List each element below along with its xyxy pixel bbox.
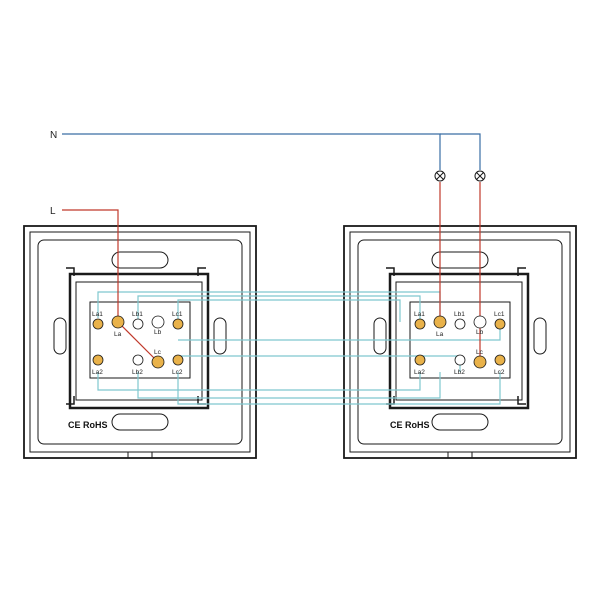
terminal-la bbox=[433, 315, 447, 329]
traveler-wire-la2 bbox=[97, 372, 421, 391]
switch-right-bottom-slot bbox=[431, 413, 489, 431]
traveler-wire-lc2 bbox=[177, 372, 501, 405]
svg-text:Lb1: Lb1 bbox=[454, 311, 465, 318]
terminal-la bbox=[111, 315, 125, 329]
switch-right-terminal-block bbox=[388, 272, 530, 410]
svg-text:Lb2: Lb2 bbox=[454, 369, 465, 376]
terminal-la2 bbox=[414, 354, 426, 366]
lamp-icon bbox=[434, 170, 446, 182]
switch-left-frame bbox=[23, 225, 257, 459]
terminal-lc2 bbox=[172, 354, 184, 366]
switch-right-top-slot bbox=[431, 251, 489, 269]
svg-text:La: La bbox=[436, 331, 444, 338]
switch-left bbox=[23, 225, 257, 459]
terminal-lc2 bbox=[494, 354, 506, 366]
switch-left-terminals bbox=[92, 315, 184, 369]
svg-text:Lc2: Lc2 bbox=[172, 369, 183, 376]
svg-text:Lb: Lb bbox=[154, 329, 162, 336]
switch-right bbox=[343, 225, 577, 459]
terminal-la1 bbox=[92, 318, 104, 330]
svg-text:Lb1: Lb1 bbox=[132, 311, 143, 318]
switch-right-marking: CE RoHS bbox=[390, 420, 430, 430]
switch-left-bottom-slot bbox=[111, 413, 169, 431]
terminal-lc1 bbox=[494, 318, 506, 330]
svg-text:Lc2: Lc2 bbox=[494, 369, 505, 376]
svg-text:Lb: Lb bbox=[476, 329, 484, 336]
neutral-label: N bbox=[50, 130, 57, 141]
terminal-lb bbox=[473, 315, 487, 329]
terminal-la1 bbox=[414, 318, 426, 330]
svg-text:Lb2: Lb2 bbox=[132, 369, 143, 376]
terminal-lb1 bbox=[454, 318, 466, 330]
traveler-wire-lb2 bbox=[137, 372, 441, 399]
live-wire bbox=[62, 182, 481, 363]
svg-text:La2: La2 bbox=[92, 369, 103, 376]
svg-text:La2: La2 bbox=[414, 369, 425, 376]
neutral-wire bbox=[62, 133, 481, 170]
traveler-wire-lc1 bbox=[177, 299, 401, 322]
left-bridge bbox=[117, 321, 159, 363]
traveler-wire-lb1 bbox=[137, 295, 421, 320]
switch-left-labels: La1 La Lb1 Lb Lc1 Lc La2 Lb2 Lc2 bbox=[92, 311, 183, 376]
switch-left-top-slot bbox=[111, 251, 169, 269]
terminal-lb1 bbox=[132, 318, 144, 330]
terminal-lc bbox=[151, 355, 165, 369]
switch-right-terminals bbox=[414, 315, 506, 369]
svg-text:Lc: Lc bbox=[476, 349, 484, 356]
live-feed bbox=[62, 209, 119, 322]
svg-text:La1: La1 bbox=[92, 311, 103, 318]
switch-right-inner-frame bbox=[349, 231, 571, 453]
svg-text:La: La bbox=[114, 331, 122, 338]
switch-right-frame bbox=[343, 225, 577, 459]
terminal-la2 bbox=[92, 354, 104, 366]
terminal-lb2-top bbox=[132, 354, 144, 366]
svg-text:Lc1: Lc1 bbox=[494, 311, 505, 318]
switch-left-terminal-block bbox=[68, 272, 210, 410]
live-label: L bbox=[50, 206, 56, 217]
svg-text:Lc1: Lc1 bbox=[172, 311, 183, 318]
lamp-icon bbox=[474, 170, 486, 182]
terminal-lc1 bbox=[172, 318, 184, 330]
svg-text:Lc: Lc bbox=[154, 349, 162, 356]
svg-text:La1: La1 bbox=[414, 311, 425, 318]
terminal-lc bbox=[473, 355, 487, 369]
switch-left-inner-frame bbox=[29, 231, 251, 453]
switch-left-marking: CE RoHS bbox=[68, 420, 108, 430]
terminal-lb2-top bbox=[454, 354, 466, 366]
switch-right-labels: La1 La Lb1 Lb Lc1 Lc La2 Lb2 Lc2 bbox=[414, 311, 505, 376]
terminal-lb bbox=[151, 315, 165, 329]
